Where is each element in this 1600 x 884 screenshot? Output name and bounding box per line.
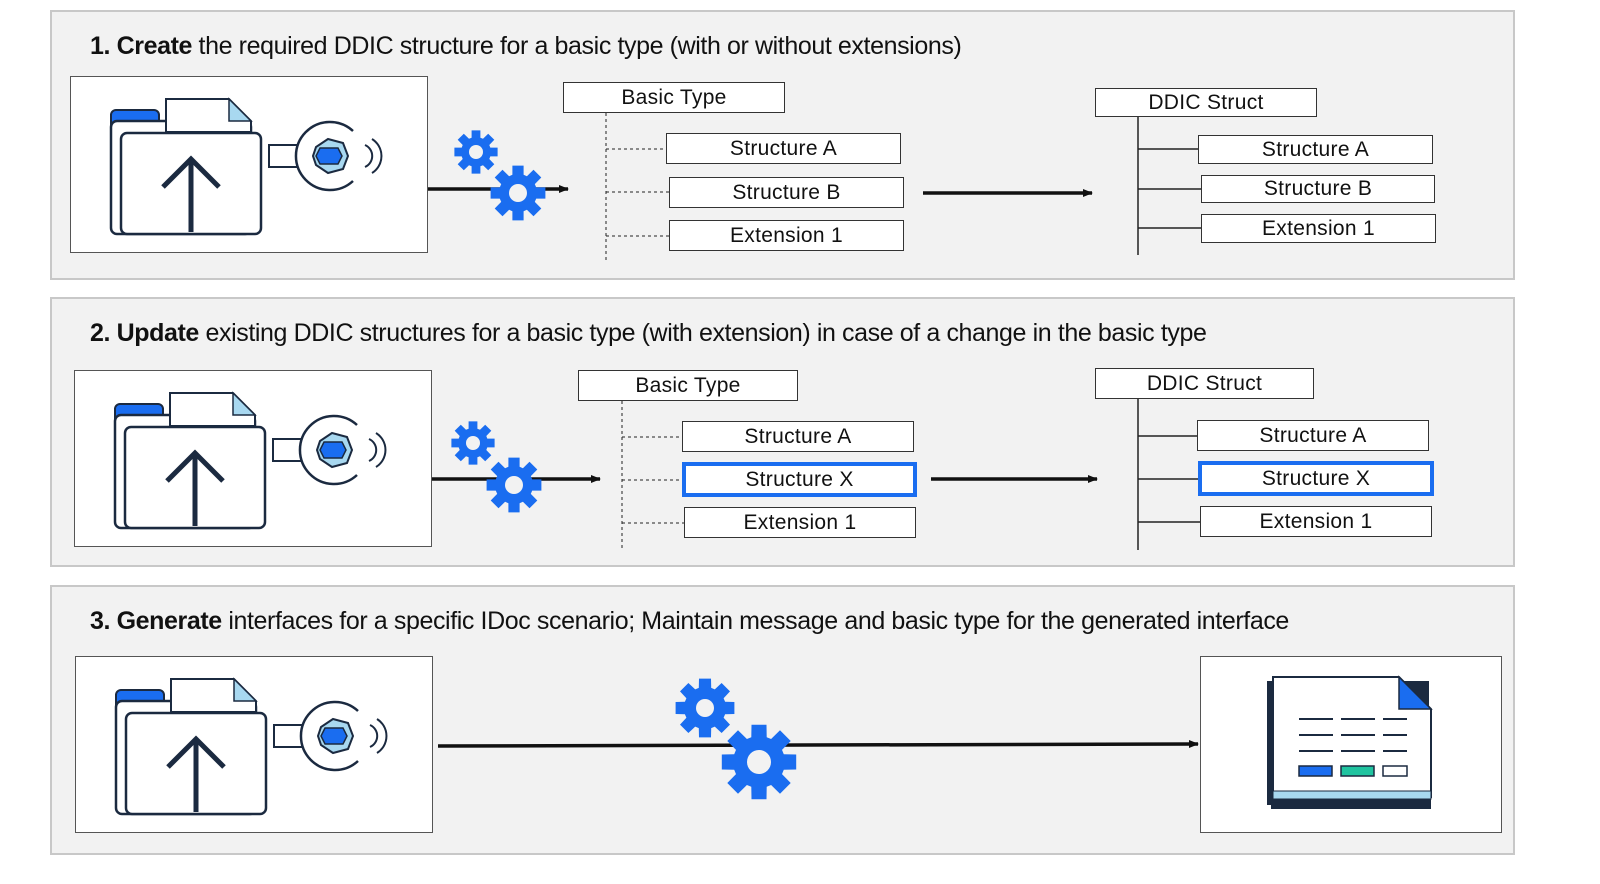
- connector-plug-icon: [272, 414, 387, 486]
- tree-child-extension: Extension 1: [669, 220, 904, 251]
- gears-icon: [490, 165, 546, 221]
- connector-plug-icon: [273, 700, 388, 772]
- source-system-card: [75, 656, 433, 833]
- folder-upload-icon: [109, 97, 383, 236]
- gears-icon: [454, 130, 498, 174]
- document-icon: [1267, 675, 1433, 809]
- tree-child-extension: Extension 1: [1201, 214, 1436, 243]
- tree-child-structure-b: Structure B: [669, 177, 904, 208]
- gears-icon: [675, 678, 735, 738]
- gears-icon: [486, 457, 542, 513]
- panel-generate: 3. Generate interfaces for a specific ID…: [50, 585, 1515, 855]
- source-system-card: [74, 370, 432, 547]
- gears-icon: [721, 724, 797, 800]
- source-system-card: [70, 76, 428, 253]
- tree-child-extension: Extension 1: [1200, 506, 1432, 537]
- tree-child-structure-a: Structure A: [682, 421, 914, 452]
- panel-title: 3. Generate interfaces for a specific ID…: [90, 607, 1289, 635]
- tree-child-structure-a: Structure A: [666, 133, 901, 164]
- tree-child-structure-a: Structure A: [1198, 135, 1433, 164]
- panel-update: 2. Update existing DDIC structures for a…: [50, 297, 1515, 567]
- tree-root-ddic-struct: DDIC Struct: [1095, 88, 1317, 117]
- tree-child-structure-b: Structure B: [1201, 175, 1435, 203]
- connector-plug-icon: [268, 120, 383, 192]
- folder-upload-icon: [113, 391, 387, 530]
- tree-child-structure-a: Structure A: [1197, 420, 1429, 451]
- tree-root-basic-type: Basic Type: [563, 82, 785, 113]
- panel-create: 1. Create the required DDIC structure fo…: [50, 10, 1515, 280]
- folder-upload-icon: [114, 677, 388, 816]
- tree-child-structure-x-highlighted: Structure X: [1198, 461, 1434, 496]
- generated-interface-card: [1200, 656, 1502, 833]
- tree-child-extension: Extension 1: [684, 507, 916, 538]
- tree-child-structure-x-highlighted: Structure X: [682, 462, 917, 497]
- gears-icon: [451, 421, 495, 465]
- panel-title: 2. Update existing DDIC structures for a…: [90, 319, 1207, 347]
- panel-title: 1. Create the required DDIC structure fo…: [90, 32, 962, 60]
- tree-root-basic-type: Basic Type: [578, 370, 798, 401]
- tree-root-ddic-struct: DDIC Struct: [1095, 368, 1314, 399]
